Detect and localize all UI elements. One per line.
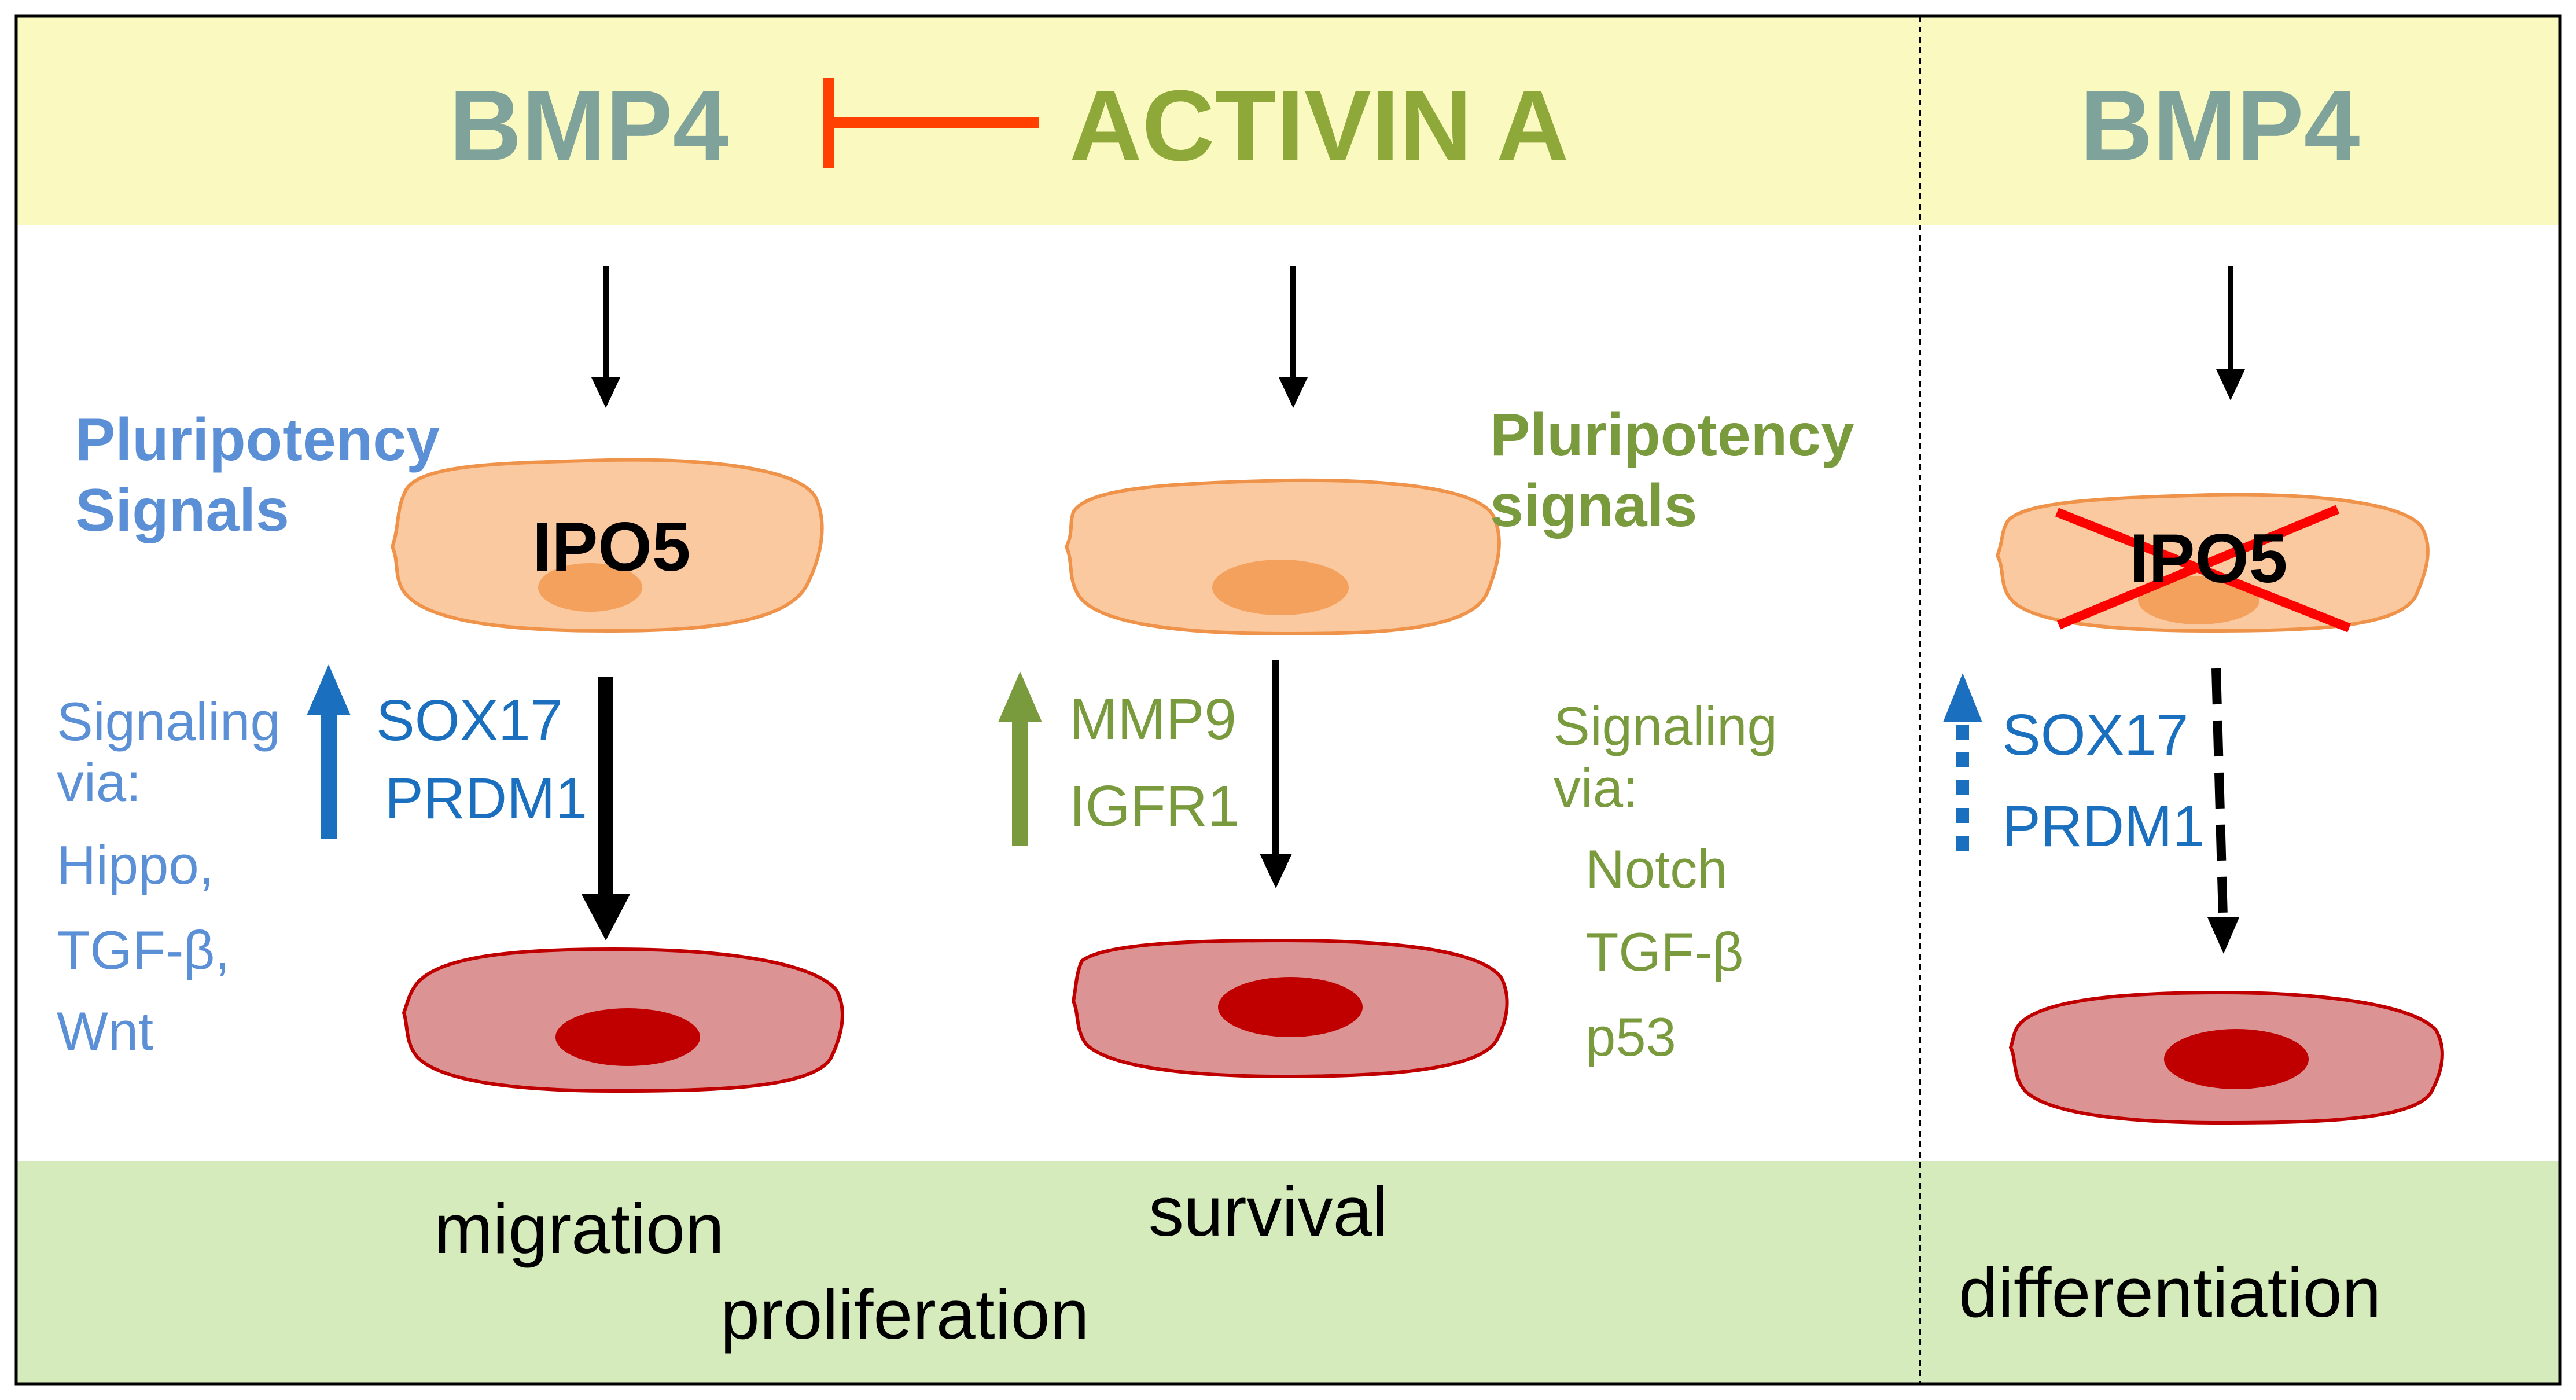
pathway-notch: Notch — [1585, 839, 1728, 899]
upregulation-arrow-activin — [998, 671, 1042, 846]
outcome-migration: migration — [434, 1189, 724, 1268]
header-title-activin-a: ACTIVIN A — [1069, 69, 1569, 182]
pluripotent-cell-activin — [1064, 478, 1501, 636]
arrow-bmp4-migration — [582, 677, 630, 940]
target-cell-activin — [1071, 938, 1509, 1079]
pathway-tgf-beta: TGF-β, — [57, 920, 230, 980]
gene-prdm1: PRDM1 — [385, 766, 588, 831]
gene-sox17-knockdown: SOX17 — [2002, 703, 2189, 767]
pathway-wnt: Wnt — [57, 1001, 154, 1061]
arrow-activin-survival — [1260, 660, 1292, 888]
arrow-activin-down — [1279, 266, 1308, 408]
arrow-bmp4-down — [591, 266, 620, 408]
arrow-knockdown-dashed — [2207, 668, 2239, 954]
ipo5-knockdown-label: IPO5 — [2129, 520, 2288, 597]
pluripotency-signals-label-activin-line1: Pluripotency — [1490, 402, 1854, 469]
signaling-via-label-activin-line1: Signaling — [1554, 696, 1778, 756]
gene-prdm1-knockdown: PRDM1 — [2002, 794, 2205, 859]
signaling-via-label-bmp4-line1: Signaling — [57, 691, 281, 752]
signaling-via-label-bmp4-line2: via: — [57, 752, 142, 813]
pluripotency-signals-label-activin-line2: signals — [1490, 472, 1698, 539]
gene-sox17: SOX17 — [376, 688, 563, 753]
target-cell-knockdown — [2008, 990, 2444, 1125]
outcome-proliferation: proliferation — [720, 1275, 1090, 1354]
pluripotency-signals-label-bmp4-line2: Signals — [75, 477, 289, 544]
upregulation-arrow-bmp4 — [307, 664, 351, 839]
knockdown-cross — [2055, 505, 2351, 633]
pathway-p53: p53 — [1585, 1006, 1676, 1067]
header-band — [16, 16, 2560, 225]
footer-band — [16, 1161, 2560, 1384]
pathway-hippo: Hippo, — [57, 835, 214, 895]
gene-mmp9: MMP9 — [1069, 687, 1237, 752]
inhibition-symbol — [823, 78, 1039, 168]
ipo5-label: IPO5 — [532, 508, 691, 586]
gene-igfr1: IGFR1 — [1069, 774, 1240, 839]
signaling-via-label-activin-line2: via: — [1554, 758, 1639, 818]
header-title-bmp4-right: BMP4 — [2080, 69, 2360, 182]
pluripotency-signals-label-bmp4-line1: Pluripotency — [75, 406, 440, 473]
arrow-bmp4-right-down — [2216, 266, 2245, 400]
upregulation-arrow-knockdown-dotted — [1943, 673, 1982, 851]
outcome-differentiation: differentiation — [1959, 1253, 2382, 1332]
outcome-survival: survival — [1149, 1172, 1388, 1251]
pathway-tgf-beta-activin: TGF-β — [1585, 921, 1744, 982]
figure-border — [14, 14, 2562, 1386]
header-title-bmp4-left: BMP4 — [449, 69, 729, 182]
pluripotent-cell-bmp4 — [390, 458, 824, 633]
target-cell-bmp4 — [402, 947, 844, 1093]
